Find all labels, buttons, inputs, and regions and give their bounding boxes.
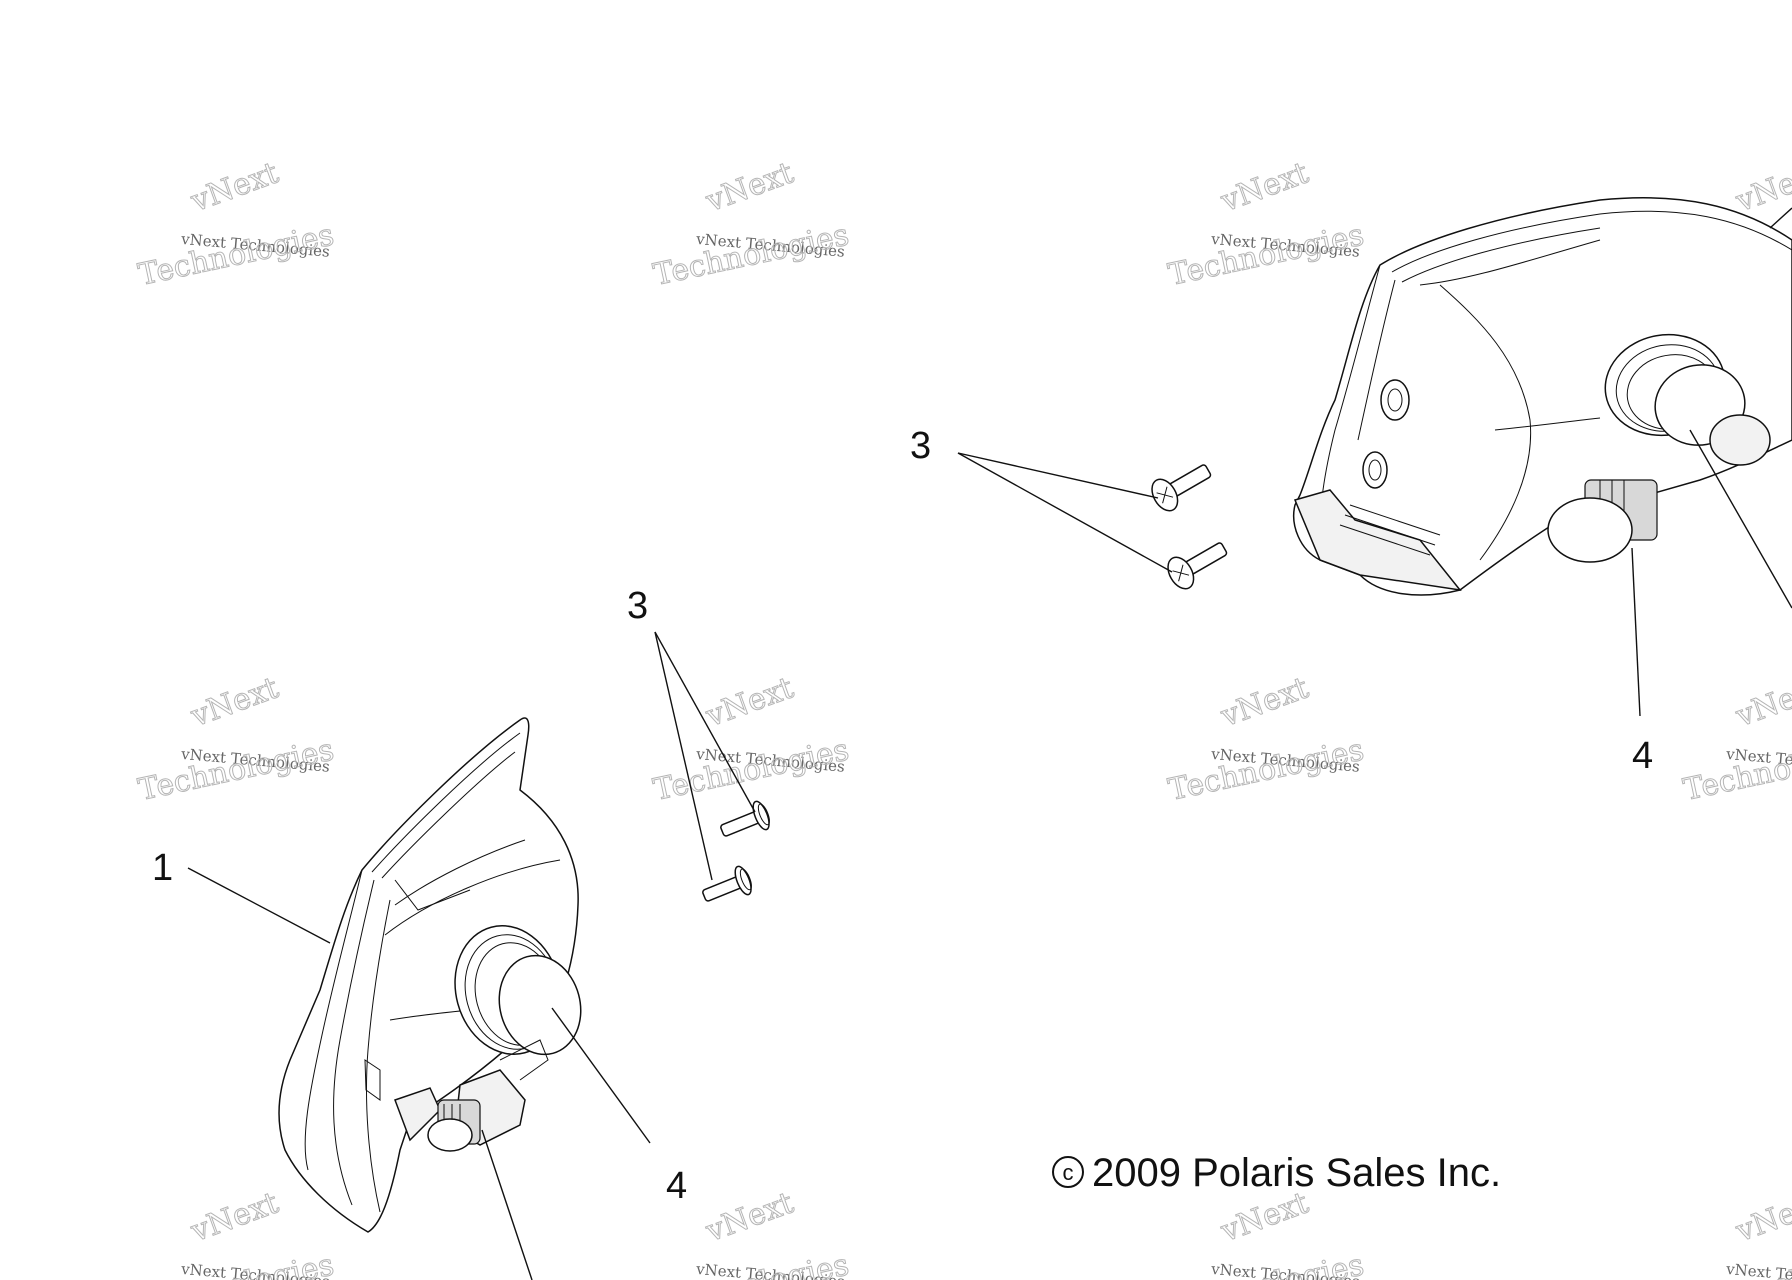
screw-right-lower <box>1167 542 1228 590</box>
watermark: vNext vNext Technologies Technologies <box>1165 155 1367 293</box>
copyright-notice: c 2009 Polaris Sales Inc. <box>1052 1151 1501 1195</box>
copyright-symbol: c <box>1063 1160 1074 1185</box>
callout-screws-left: 3 <box>627 585 648 627</box>
watermark: vNext vNext Technologies Technologies <box>1165 1185 1367 1280</box>
svg-text:Technologies: Technologies <box>1165 732 1366 808</box>
bulb-socket-right <box>1604 333 1746 446</box>
copyright-circle-icon <box>1052 1156 1084 1188</box>
svg-text:vNext: vNext <box>186 1185 283 1249</box>
svg-text:vNext: vNext <box>701 1185 798 1249</box>
watermark: vNext vNext Technologies Technologies <box>135 670 337 808</box>
callout-bulb-left: 4 <box>666 1165 687 1207</box>
svg-text:vNext: vNext <box>1216 1185 1313 1249</box>
svg-text:vNext: vNext <box>701 670 798 734</box>
watermark: vNext vNext Technologies Technologies <box>135 155 337 293</box>
screw-left-upper <box>720 800 770 837</box>
bulb-socket-left <box>454 925 582 1056</box>
svg-text:vNext: vNext <box>186 155 283 219</box>
svg-text:Technologies: Technologies <box>1165 217 1366 293</box>
lamp-housing-right <box>1293 196 1792 596</box>
watermark: vNext vNext Technologies Technologies <box>650 1185 852 1280</box>
headlamp-assembly-right <box>1293 196 1792 596</box>
svg-text:Technologies: Technologies <box>135 732 336 808</box>
watermark: vNext vNext Technologies Technologies <box>1165 670 1367 808</box>
watermark: vNext vNext Technologies Technologies <box>650 670 852 808</box>
svg-text:vNext: vNext <box>1731 670 1792 734</box>
svg-text:vNext: vNext <box>701 155 798 219</box>
watermark: vNext vNext Technologies Technologies <box>135 1185 337 1280</box>
svg-text:vNext: vNext <box>1216 155 1313 219</box>
svg-text:Technologies: Technologies <box>1680 732 1792 808</box>
svg-text:Technologies: Technologies <box>135 217 336 293</box>
leader-lines <box>187 207 1792 1280</box>
callout-lamp-left: 1 <box>152 847 173 889</box>
lamp-housing-left <box>278 717 579 1233</box>
connector-left <box>427 1039 549 1152</box>
callout-bulb-right: 4 <box>1632 735 1653 777</box>
copyright-text: 2009 Polaris Sales Inc. <box>1092 1151 1501 1195</box>
watermark: vNext vNext Technologies Technologies <box>650 155 852 293</box>
svg-text:Technologies: Technologies <box>650 217 851 293</box>
svg-text:vNext: vNext <box>1731 1185 1792 1249</box>
headlamp-assembly-left <box>278 717 582 1233</box>
screw-right-upper <box>1151 464 1212 512</box>
svg-text:vNext: vNext <box>1731 155 1792 219</box>
svg-text:vNext: vNext <box>186 670 283 734</box>
watermark: vNext vNext Technologies Technologies <box>1680 670 1792 808</box>
connector-right <box>1547 414 1771 563</box>
svg-text:vNext: vNext <box>1216 670 1313 734</box>
screw-left-lower <box>702 865 752 902</box>
svg-text:vNext Technologies: vNext Technologies <box>1725 1260 1792 1280</box>
callout-screws-right: 3 <box>910 425 931 467</box>
watermark: vNext vNext Technologies Technologies <box>1680 1185 1792 1280</box>
